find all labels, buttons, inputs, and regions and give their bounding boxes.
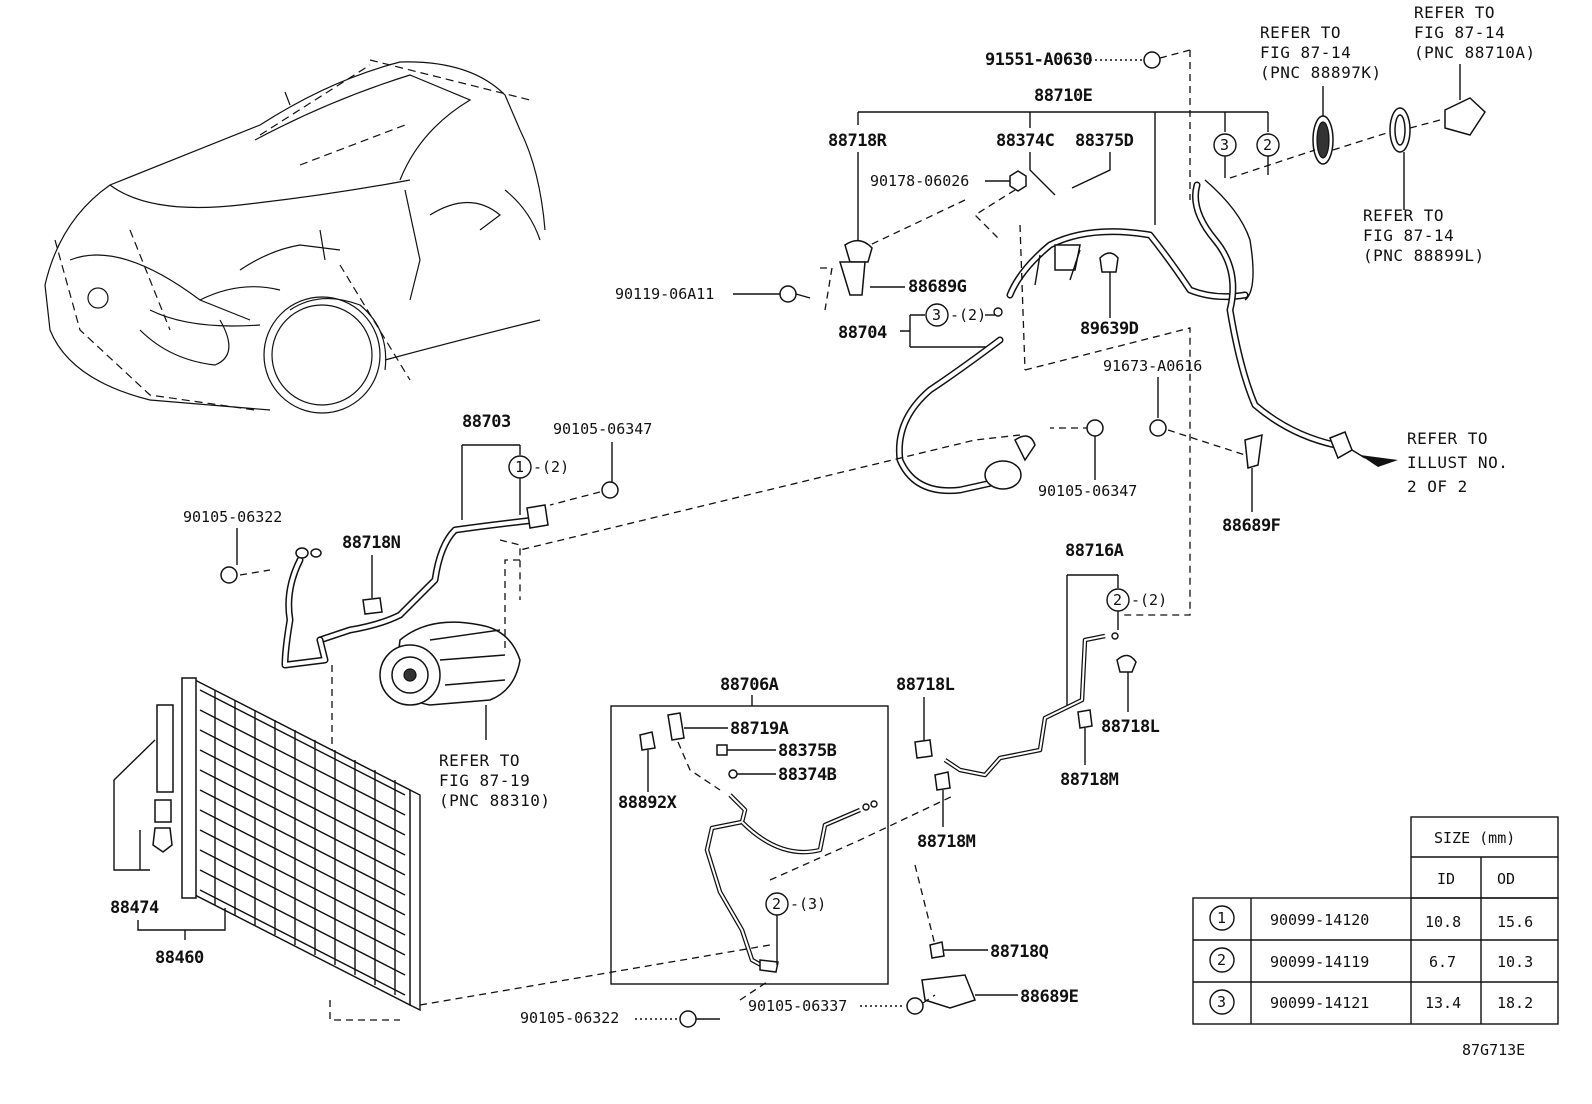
- svg-text:15.6: 15.6: [1497, 913, 1533, 931]
- svg-text:2: 2: [1217, 951, 1226, 969]
- callout-2-88710E: 2: [1256, 133, 1280, 157]
- callout-1-88703: 1 -(2): [508, 455, 569, 479]
- label-88703: 88703: [462, 412, 511, 432]
- svg-text:FIG 87-14: FIG 87-14: [1363, 226, 1454, 245]
- svg-text:REFER TO: REFER TO: [1414, 3, 1495, 22]
- svg-text:6.7: 6.7: [1429, 953, 1456, 971]
- table-header-id: ID: [1437, 870, 1455, 888]
- label-88460: 88460: [155, 948, 204, 968]
- label-88689F: 88689F: [1222, 516, 1281, 536]
- svg-text:3: 3: [932, 306, 941, 324]
- label-88706A: 88706A: [720, 675, 779, 695]
- group-88710E: 88710E: [857, 86, 1269, 225]
- label-88892X: 88892X: [618, 793, 678, 813]
- refer-illust-2: REFER TO ILLUST NO. 2 OF 2: [1407, 429, 1508, 496]
- label-88375B: 88375B: [778, 741, 837, 761]
- label-88718M-b: 88718M: [1060, 770, 1119, 790]
- label-88718L-b: 88718L: [1101, 717, 1160, 737]
- label-90105-06322-a: 90105-06322: [183, 508, 282, 526]
- label-91673: 91673-A0616: [1103, 357, 1202, 375]
- svg-text:3: 3: [1217, 993, 1226, 1011]
- table-header-size: SIZE (mm): [1434, 829, 1515, 847]
- callout-3-88704: 3 -(2): [925, 303, 986, 327]
- svg-text:-(2): -(2): [950, 306, 986, 324]
- label-88375D: 88375D: [1075, 131, 1134, 151]
- arrow-icon: [1360, 455, 1398, 467]
- svg-text:13.4: 13.4: [1425, 994, 1461, 1012]
- size-table: SIZE (mm) ID OD 1 90099-14120 10.8 15.6 …: [1192, 816, 1559, 1025]
- label-88689G: 88689G: [908, 277, 967, 297]
- table-header-od: OD: [1497, 870, 1515, 888]
- svg-text:1: 1: [1217, 909, 1226, 927]
- svg-text:2: 2: [1113, 591, 1122, 609]
- label-90105-06347-a: 90105-06347: [553, 420, 652, 438]
- label-88716A: 88716A: [1065, 541, 1124, 561]
- svg-text:REFER TO: REFER TO: [1260, 23, 1341, 42]
- table-row: 1 90099-14120 10.8 15.6: [1209, 905, 1533, 931]
- label-88719A: 88719A: [730, 719, 789, 739]
- svg-text:90099-14120: 90099-14120: [1270, 911, 1369, 929]
- svg-text:18.2: 18.2: [1497, 994, 1533, 1012]
- label-90105-06322-b: 90105-06322: [520, 1009, 619, 1027]
- label-91551: 91551-A0630: [985, 50, 1092, 70]
- label-90119: 90119-06A11: [615, 285, 714, 303]
- box-88706A: [610, 705, 889, 985]
- svg-text:FIG 87-14: FIG 87-14: [1414, 23, 1505, 42]
- vehicle-illustration: [44, 59, 546, 414]
- svg-text:FIG 87-14: FIG 87-14: [1260, 43, 1351, 62]
- svg-text:-(3): -(3): [790, 895, 826, 913]
- table-row: 3 90099-14121 13.4 18.2: [1209, 989, 1533, 1015]
- table-row: 2 90099-14119 6.7 10.3: [1209, 947, 1533, 973]
- svg-text:REFER TO: REFER TO: [439, 751, 520, 770]
- svg-text:ILLUST NO.: ILLUST NO.: [1407, 453, 1508, 472]
- label-90105-06347-b: 90105-06347: [1038, 482, 1137, 500]
- svg-text:FIG 87-19: FIG 87-19: [439, 771, 530, 790]
- callout-2-88716A: 2 -(2): [1106, 588, 1167, 612]
- svg-text:10.8: 10.8: [1425, 913, 1461, 931]
- callout-3-88710E: 3: [1213, 133, 1237, 157]
- label-88718R: 88718R: [828, 131, 888, 151]
- label-88718M-a: 88718M: [917, 832, 976, 852]
- callout-2-88706A: 2 -(3): [765, 892, 826, 916]
- svg-text:-(2): -(2): [533, 458, 569, 476]
- label-88718N: 88718N: [342, 533, 401, 553]
- svg-text:(PNC 88899L): (PNC 88899L): [1363, 246, 1485, 265]
- svg-text:2 OF 2: 2 OF 2: [1407, 477, 1468, 496]
- label-88718L-a: 88718L: [896, 675, 955, 695]
- svg-text:(PNC 88310): (PNC 88310): [439, 791, 550, 810]
- label-90178: 90178-06026: [870, 172, 969, 190]
- svg-text:(PNC 88710A): (PNC 88710A): [1414, 43, 1536, 62]
- svg-text:3: 3: [1220, 136, 1229, 154]
- label-88718Q: 88718Q: [990, 942, 1049, 962]
- svg-text:(PNC 88897K): (PNC 88897K): [1260, 63, 1382, 82]
- svg-text:90099-14119: 90099-14119: [1270, 953, 1369, 971]
- svg-text:REFER TO: REFER TO: [1363, 206, 1444, 225]
- refer-compressor: REFER TO FIG 87-19 (PNC 88310): [439, 751, 550, 810]
- svg-text:1: 1: [515, 458, 524, 476]
- label-89639D: 89639D: [1080, 319, 1139, 339]
- figure-code: 87G713E: [1462, 1041, 1525, 1059]
- svg-text:2: 2: [772, 895, 781, 913]
- refer-88710A: REFER TO FIG 87-14 (PNC 88710A): [1414, 3, 1536, 62]
- condenser: [152, 677, 421, 1012]
- bolt-91551: 91551-A0630: [985, 49, 1191, 200]
- label-88474: 88474: [110, 898, 159, 918]
- svg-text:2: 2: [1263, 136, 1272, 154]
- svg-text:10.3: 10.3: [1497, 953, 1533, 971]
- refer-88897K: REFER TO FIG 87-14 (PNC 88897K): [1260, 23, 1382, 82]
- svg-text:REFER TO: REFER TO: [1407, 429, 1488, 448]
- label-88374C: 88374C: [996, 131, 1054, 151]
- label-88710E: 88710E: [1034, 86, 1093, 106]
- svg-text:-(2): -(2): [1131, 591, 1167, 609]
- label-88704: 88704: [838, 323, 887, 343]
- svg-text:90099-14121: 90099-14121: [1270, 994, 1369, 1012]
- label-90105-06337: 90105-06337: [748, 997, 847, 1015]
- label-88374B: 88374B: [778, 765, 837, 785]
- refer-88899L: REFER TO FIG 87-14 (PNC 88899L): [1363, 206, 1485, 265]
- label-88689E: 88689E: [1020, 987, 1079, 1007]
- compressor: [379, 621, 521, 706]
